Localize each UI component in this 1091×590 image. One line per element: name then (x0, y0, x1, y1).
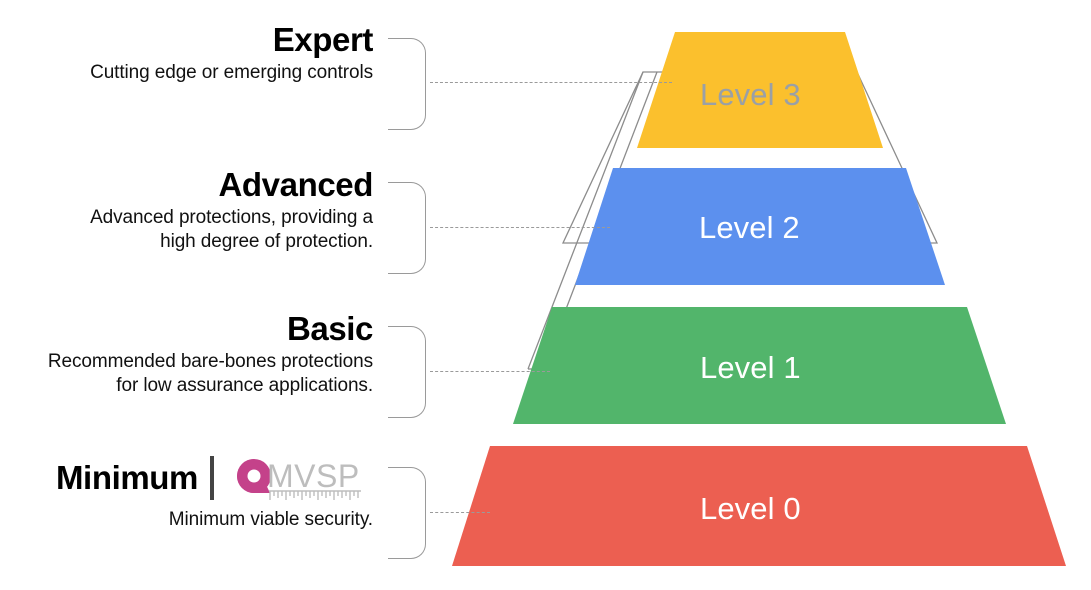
label-title-advanced: Advanced (218, 166, 373, 203)
label-desc-minimum: Minimum viable security. (168, 509, 373, 530)
label-desc-expert: Cutting edge or emerging controls (90, 61, 373, 83)
label-group-advanced: Advanced Advanced protections, providing… (0, 166, 373, 254)
mvsp-logo-svg: MVSP (237, 458, 361, 500)
label-desc-advanced-line2: high degree of protection. (160, 230, 373, 252)
tape-measure-icon (237, 459, 271, 493)
connector-basic (430, 371, 550, 372)
bracket-minimum (388, 467, 426, 559)
pyramid-tier-level-0[interactable] (452, 446, 1066, 566)
label-title-expert: Expert (272, 21, 374, 58)
pyramid-tier-level-2[interactable] (575, 168, 945, 285)
connector-expert (430, 82, 672, 83)
pyramid-tier-level-1[interactable] (513, 307, 1006, 424)
bracket-advanced (388, 182, 426, 274)
bracket-expert (388, 38, 426, 130)
mvsp-logo[interactable]: MVSP (223, 454, 373, 506)
connector-advanced (430, 227, 610, 228)
bracket-basic (388, 326, 426, 418)
label-desc-advanced-line1: Advanced protections, providing a (90, 206, 373, 228)
label-title-basic: Basic (286, 310, 373, 347)
label-desc-basic-line1: Recommended bare-bones protections (47, 350, 373, 372)
logo-divider (210, 456, 214, 500)
ruler-ticks (269, 490, 361, 500)
label-group-expert: Expert Cutting edge or emerging controls (0, 21, 374, 85)
label-group-basic: Basic Recommended bare-bones protections… (0, 310, 373, 398)
label-desc-basic-line2: for low assurance applications. (116, 374, 373, 396)
connector-minimum (430, 512, 490, 513)
label-desc-advanced: Advanced protections, providing a high d… (0, 206, 373, 254)
label-group-minimum: Minimum MVSP (0, 452, 373, 532)
minimum-title-row: Minimum MVSP (0, 452, 373, 504)
label-title-minimum: Minimum (55, 458, 198, 496)
label-desc-basic: Recommended bare-bones protections for l… (0, 350, 373, 398)
pyramid-tier-level-3[interactable] (637, 32, 883, 148)
mvsp-wordmark: MVSP (267, 458, 360, 494)
